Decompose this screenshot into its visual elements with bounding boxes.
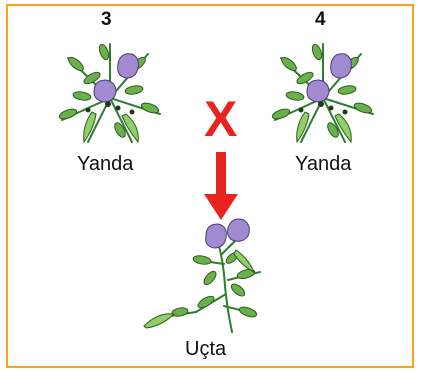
parent-1-label: Yanda <box>77 153 133 176</box>
parent-2-label: Yanda <box>295 153 351 176</box>
parent-2-number: 4 <box>315 9 326 31</box>
offspring-label: Uçta <box>185 338 226 361</box>
diagram-frame: 3 Yanda 4 <box>6 4 414 368</box>
cross-symbol: X <box>204 94 237 144</box>
parent-1-number: 3 <box>101 9 112 31</box>
down-arrow-icon <box>204 152 238 222</box>
parent-1-plant-illustration <box>48 34 168 146</box>
parent-2-plant-illustration <box>261 34 381 146</box>
offspring-plant-illustration <box>136 214 286 336</box>
